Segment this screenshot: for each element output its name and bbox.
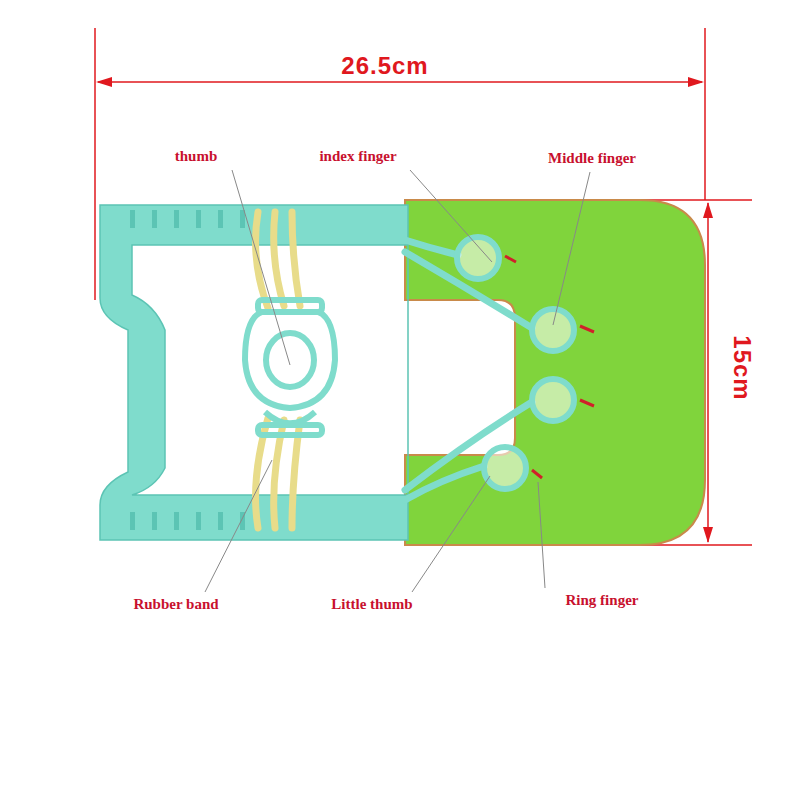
- rubber-bands: [256, 212, 300, 528]
- dimension-length: 26.5cm: [341, 52, 428, 80]
- green-plate: [405, 200, 705, 545]
- part-label: Little thumb: [331, 596, 412, 613]
- teal-frame: [100, 205, 408, 540]
- leader-lines: [205, 170, 590, 592]
- finger-rings: [457, 237, 574, 489]
- dimension-lines: [95, 28, 752, 545]
- part-label: index finger: [319, 148, 396, 165]
- frame-teeth: [130, 210, 245, 530]
- red-markers: [505, 256, 594, 478]
- part-label: thumb: [175, 148, 218, 165]
- part-label: Rubber band: [133, 596, 218, 613]
- dimension-width: 15cm: [728, 335, 756, 400]
- part-label: Middle finger: [548, 150, 636, 167]
- part-label: Ring finger: [566, 592, 639, 609]
- thumb-piece: [245, 300, 335, 435]
